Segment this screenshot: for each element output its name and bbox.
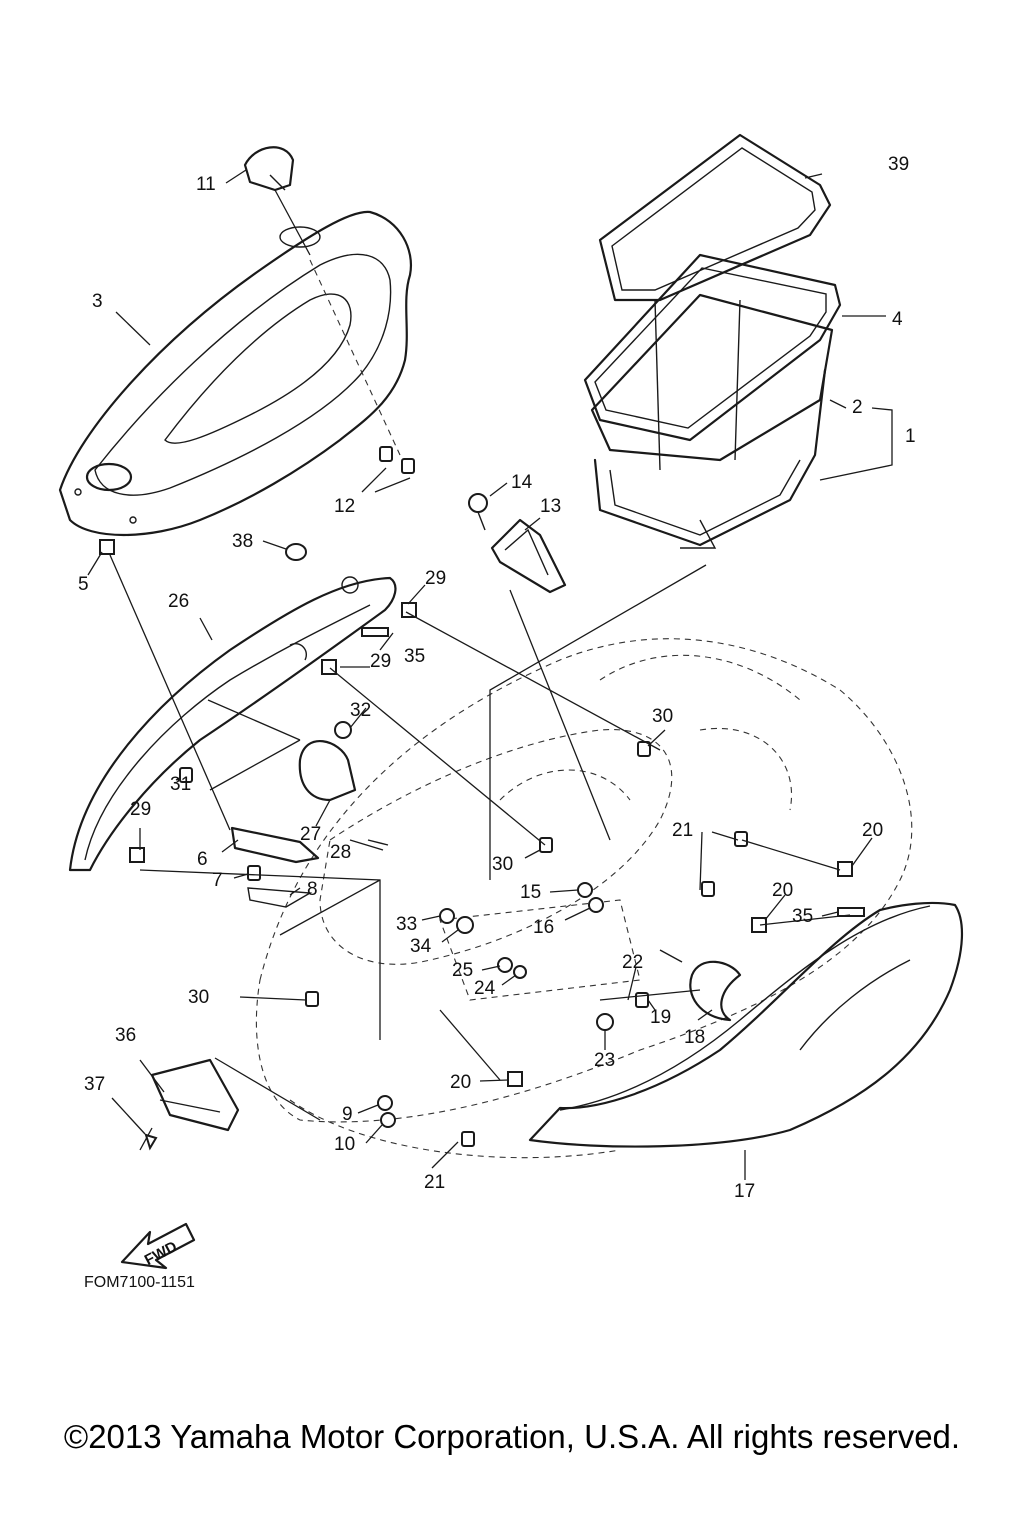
callout-14: 14: [511, 472, 533, 493]
copyright-notice: ©2013 Yamaha Motor Corporation, U.S.A. A…: [63, 1418, 961, 1455]
callout-21-bottom: 21: [424, 1172, 445, 1193]
callout-13: 13: [540, 496, 561, 517]
latch-knob: [243, 146, 401, 456]
top-cover: [58, 210, 413, 537]
callout-22: 22: [622, 952, 643, 973]
callout-20-upper-right: 20: [862, 820, 883, 841]
callout-29-middle: 29: [370, 651, 391, 672]
callout-33: 33: [396, 914, 417, 935]
callout-12: 12: [334, 496, 355, 517]
callout-15: 15: [520, 882, 541, 903]
callout-35-right: 35: [792, 906, 813, 927]
hinge-assembly: [230, 826, 320, 908]
callout-21-upper: 21: [672, 820, 693, 841]
callout-10: 10: [334, 1134, 355, 1155]
callout-32: 32: [350, 700, 371, 721]
fasteners: [99, 539, 865, 1147]
callout-18: 18: [684, 1027, 705, 1048]
bracket-13: [468, 493, 567, 594]
cap-27: [298, 740, 357, 802]
callout-20-right: 20: [772, 880, 793, 901]
fwd-arrow-icon: FWD: [120, 1222, 196, 1270]
bolts-12: [379, 446, 415, 474]
callout-36: 36: [115, 1025, 136, 1046]
callout-35-top: 35: [404, 646, 425, 667]
callout-labels: 1 2 3 4 5 6 7 8 9 10 11 12 13 14 15 16 1…: [78, 154, 916, 1202]
callout-30-upper: 30: [652, 706, 673, 727]
callout-25: 25: [452, 960, 473, 981]
callout-1: 1: [905, 426, 916, 447]
callout-24: 24: [474, 978, 496, 999]
document-code: FOM7100-1151: [84, 1274, 195, 1291]
callout-28: 28: [330, 842, 351, 863]
deflector-18: [689, 960, 742, 1022]
callout-39: 39: [888, 154, 909, 175]
callout-6: 6: [197, 849, 208, 870]
callout-27: 27: [300, 824, 321, 845]
callout-2: 2: [852, 397, 863, 418]
callout-29-top: 29: [425, 568, 446, 589]
hull-outline: [255, 638, 913, 1159]
callout-31: 31: [170, 774, 191, 795]
callout-9: 9: [342, 1104, 353, 1125]
assembly-lines: [109, 554, 851, 1121]
callout-30-left: 30: [188, 987, 209, 1008]
callout-34: 34: [410, 936, 432, 957]
storage-box-assembly: [583, 133, 842, 549]
callout-7: 7: [212, 870, 223, 891]
callout-23: 23: [594, 1050, 615, 1071]
left-side-cover: [68, 576, 397, 872]
label-36: [139, 1058, 240, 1151]
grommet-38: [285, 543, 307, 561]
callout-19: 19: [650, 1007, 671, 1028]
callout-38: 38: [232, 531, 253, 552]
callout-8: 8: [307, 879, 318, 900]
callout-4: 4: [892, 309, 903, 330]
callout-3: 3: [92, 291, 103, 312]
callout-11: 11: [196, 174, 216, 195]
callout-16: 16: [533, 917, 554, 938]
callout-leaders: [87, 169, 893, 1180]
callout-26: 26: [168, 591, 189, 612]
right-side-cover: [528, 901, 963, 1148]
callout-17: 17: [734, 1181, 755, 1202]
callout-37: 37: [84, 1074, 105, 1095]
callout-5: 5: [78, 574, 89, 595]
callout-29-left: 29: [130, 799, 151, 820]
callout-30-center: 30: [492, 854, 513, 875]
callout-20-bottom: 20: [450, 1072, 471, 1093]
